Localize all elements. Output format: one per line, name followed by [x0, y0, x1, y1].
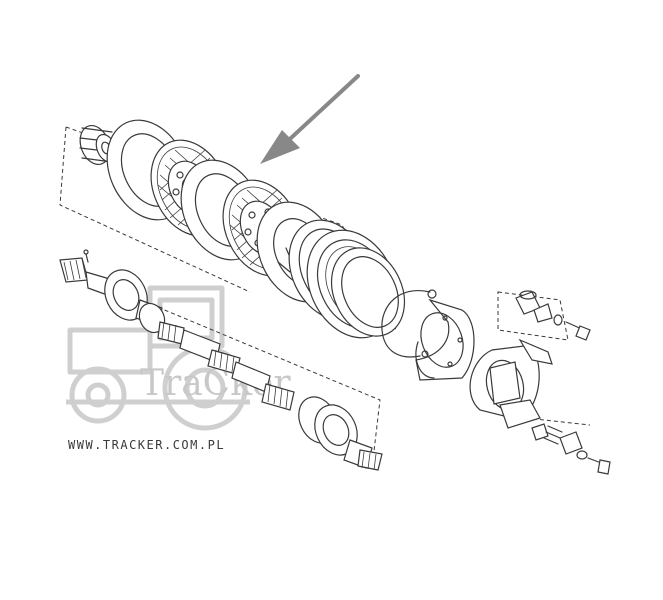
shaft-left-splined-end: [59, 249, 89, 283]
clutch-housing: [415, 298, 475, 381]
shaft-middle-section: [157, 321, 295, 411]
pin-and-bolt-set-top: [515, 290, 591, 341]
snap-ring: [381, 289, 437, 358]
brake-band: [469, 338, 553, 429]
watermark-tractor-logo: TraCker: [66, 285, 291, 431]
shaft-left-crank: [85, 269, 166, 334]
arrow-pointer-icon: [260, 74, 360, 164]
pin-and-bolt-set-bottom: [531, 423, 611, 475]
watermark-url: WWW.TRACKER.COM.PL: [68, 438, 226, 452]
shaft-right-crank: [298, 396, 383, 471]
piston-ring-3: [330, 247, 406, 337]
